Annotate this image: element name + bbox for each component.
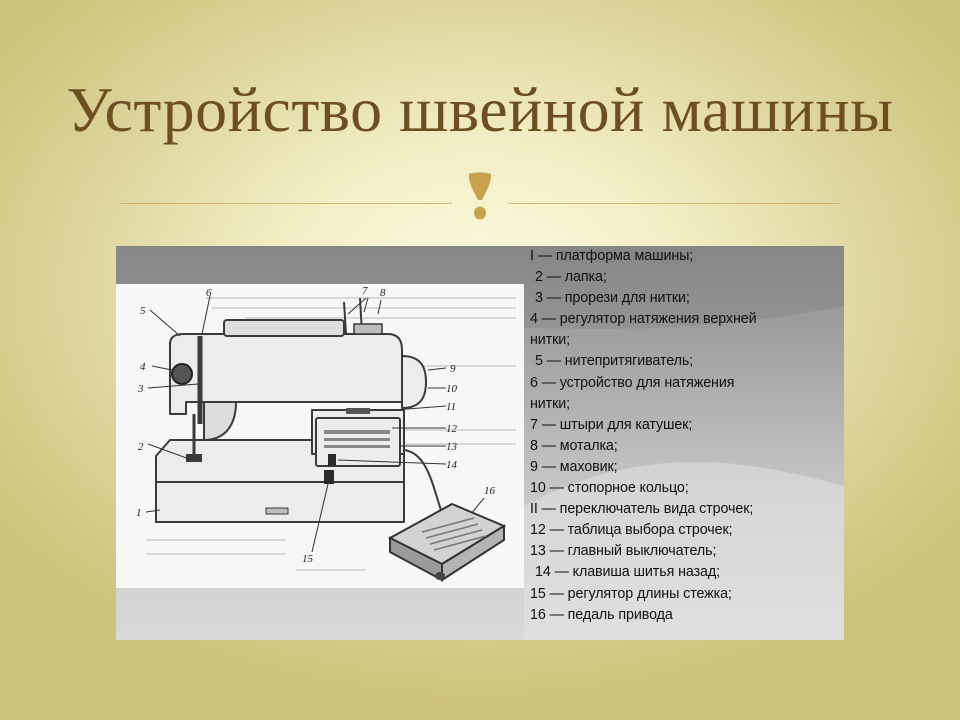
sewing-machine-figure: 5 6 7 8 4 3 2 1 9 10 11 12 13 14 15 16 bbox=[116, 246, 844, 640]
callout-16: 16 bbox=[484, 485, 496, 497]
callout-10: 10 bbox=[446, 383, 458, 395]
legend-item: 13 — главный выключатель; bbox=[530, 543, 717, 560]
callout-numbers: 5 6 7 8 4 3 2 1 9 10 11 12 13 14 15 16 bbox=[136, 285, 496, 565]
legend-item: 3 — прорези для нитки; bbox=[535, 290, 690, 307]
title-divider bbox=[120, 168, 840, 224]
legend-list: I — платформа машины; 2 — лапка; 3 — проре… bbox=[530, 246, 840, 626]
legend-item: 6 — устройство для натяжения bbox=[530, 374, 735, 391]
callout-12: 12 bbox=[446, 423, 458, 435]
callout-4: 4 bbox=[140, 361, 146, 373]
legend-item: нитки; bbox=[530, 332, 571, 349]
legend-item: 9 — маховик; bbox=[530, 458, 618, 475]
callout-3: 3 bbox=[137, 383, 144, 395]
legend-item: 5 — нитепритягиватель; bbox=[535, 353, 694, 370]
slide-title: Устройство швейной машины bbox=[66, 74, 894, 145]
legend-item: 4 — регулятор натяжения верхней bbox=[530, 311, 757, 328]
callout-2: 2 bbox=[138, 441, 144, 453]
legend-item: 10 — стопорное кольцо; bbox=[530, 480, 689, 497]
callout-6: 6 bbox=[206, 287, 212, 299]
callout-14: 14 bbox=[446, 459, 458, 471]
legend-item: нитки; bbox=[530, 395, 571, 412]
callout-5: 5 bbox=[140, 305, 146, 317]
divider-line-right bbox=[508, 203, 840, 204]
ornament-icon bbox=[468, 172, 492, 220]
callout-15: 15 bbox=[302, 553, 314, 565]
legend-item: 15 — регулятор длины стежка; bbox=[530, 585, 732, 602]
legend-item: II — переключатель вида строчек; bbox=[530, 501, 754, 518]
divider-line-left bbox=[120, 203, 452, 204]
machine-diagram: 5 6 7 8 4 3 2 1 9 10 11 12 13 14 15 16 bbox=[136, 285, 516, 571]
legend-item: I — платформа машины; bbox=[530, 248, 694, 264]
callout-9: 9 bbox=[450, 363, 456, 375]
legend-item: 12 — таблица выбора строчек; bbox=[530, 522, 733, 539]
legend-item: 7 — штыри для катушек; bbox=[530, 416, 693, 433]
callout-13: 13 bbox=[446, 441, 458, 453]
legend-item: 16 — педаль привода bbox=[530, 606, 673, 623]
callout-8: 8 bbox=[380, 287, 386, 299]
foot-pedal bbox=[387, 502, 507, 582]
legend-item: 2 — лапка; bbox=[535, 269, 607, 286]
callout-11: 11 bbox=[446, 401, 456, 413]
legend-item: 14 — клавиша шитья назад; bbox=[535, 564, 721, 581]
callout-1: 1 bbox=[136, 507, 142, 519]
callout-7: 7 bbox=[362, 285, 368, 297]
legend-item: 8 — моталка; bbox=[530, 437, 618, 454]
